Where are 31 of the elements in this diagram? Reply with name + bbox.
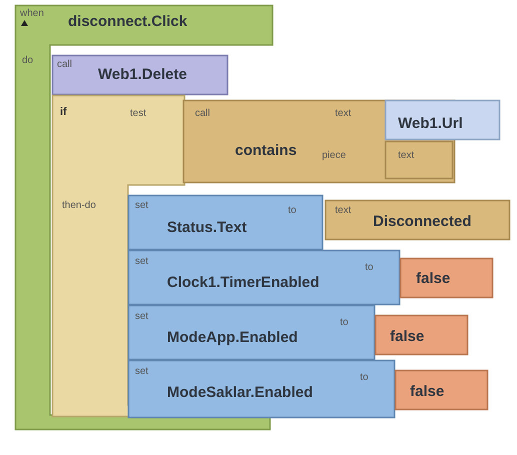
- keyword-label: text: [335, 108, 352, 119]
- keyword-label: call: [57, 59, 72, 70]
- keyword-label: set: [135, 256, 148, 267]
- block-name: disconnect.Click: [68, 14, 188, 30]
- block-name: Status.Text: [167, 220, 247, 236]
- keyword-label: to: [288, 205, 296, 216]
- block-name: ModeApp.Enabled: [167, 330, 298, 346]
- keyword-label: then-do: [62, 200, 96, 211]
- block-name: Web1.Delete: [98, 67, 187, 84]
- block-name: Web1.Url: [398, 116, 463, 132]
- block-name: false: [390, 329, 424, 346]
- block-name: false: [416, 271, 450, 288]
- keyword-label: to: [365, 262, 374, 273]
- keyword-label: to: [360, 372, 368, 383]
- keyword-label: test: [130, 108, 146, 119]
- keyword-label: call: [195, 108, 210, 119]
- keyword-label: to: [340, 317, 348, 328]
- block-name: contains: [235, 143, 297, 160]
- keyword-label: set: [135, 200, 148, 211]
- keyword-label: if: [60, 106, 67, 118]
- block-name: ModeSaklar.Enabled: [167, 385, 313, 402]
- keyword-label: text: [398, 150, 414, 161]
- keyword-label: text: [335, 205, 352, 216]
- keyword-label: when: [20, 8, 44, 19]
- block-name: Clock1.TimerEnabled: [167, 275, 320, 292]
- keyword-label: set: [135, 366, 148, 377]
- keyword-label: piece: [322, 150, 346, 161]
- keyword-label: set: [135, 311, 148, 322]
- block-name: false: [410, 384, 444, 400]
- block-name: Disconnected: [373, 214, 472, 230]
- keyword-label: do: [22, 55, 34, 66]
